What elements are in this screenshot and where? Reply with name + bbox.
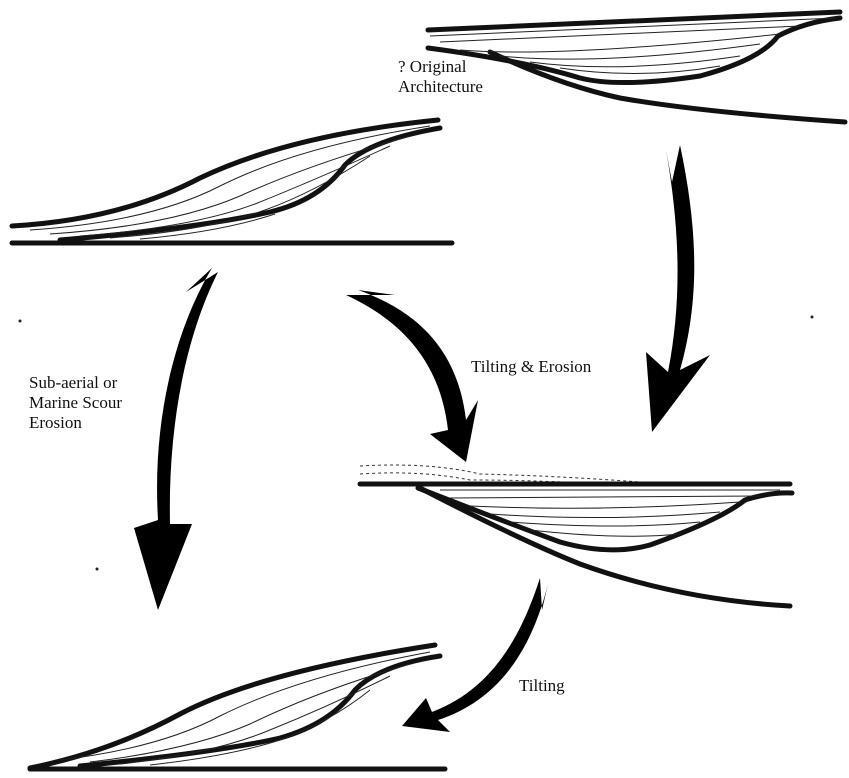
label-line: Erosion [29, 413, 82, 432]
wedge-top-surface [9, 117, 441, 229]
arrow-middle-curved-icon [346, 290, 478, 462]
label-tilting-erosion: Tilting & Erosion [471, 357, 592, 376]
arrow-left-down-icon [134, 268, 218, 610]
panel-tilted-basin [357, 464, 795, 609]
label-line: ? Original [398, 57, 467, 76]
panel-wedge-top [9, 117, 455, 246]
wedge2-lower-boundary [77, 653, 443, 769]
wedge2-top-surface [27, 642, 438, 771]
tilted-lower-boundary [415, 485, 795, 553]
label-tilting: Tilting [519, 676, 565, 695]
label-line: Sub-aerial or [29, 373, 118, 392]
wedge-lower-boundary [57, 125, 443, 243]
arrow-bottom-curved-icon [402, 578, 548, 732]
basin-lower-boundary [425, 15, 843, 86]
panel-original-basin [425, 9, 848, 125]
label-original-architecture: ? Original Architecture [398, 57, 483, 97]
label-subaerial-erosion: Sub-aerial or Marine Scour Erosion [29, 373, 122, 433]
tilted-base-line [417, 485, 793, 609]
arrow-right-down-icon [646, 145, 710, 432]
label-line: Architecture [398, 77, 483, 96]
basin-base-line [487, 49, 848, 125]
eroded-surface-dashed [359, 464, 641, 483]
label-line: Marine Scour [29, 393, 123, 412]
basin-top-surface [425, 9, 843, 33]
panel-wedge-bottom [27, 642, 448, 772]
